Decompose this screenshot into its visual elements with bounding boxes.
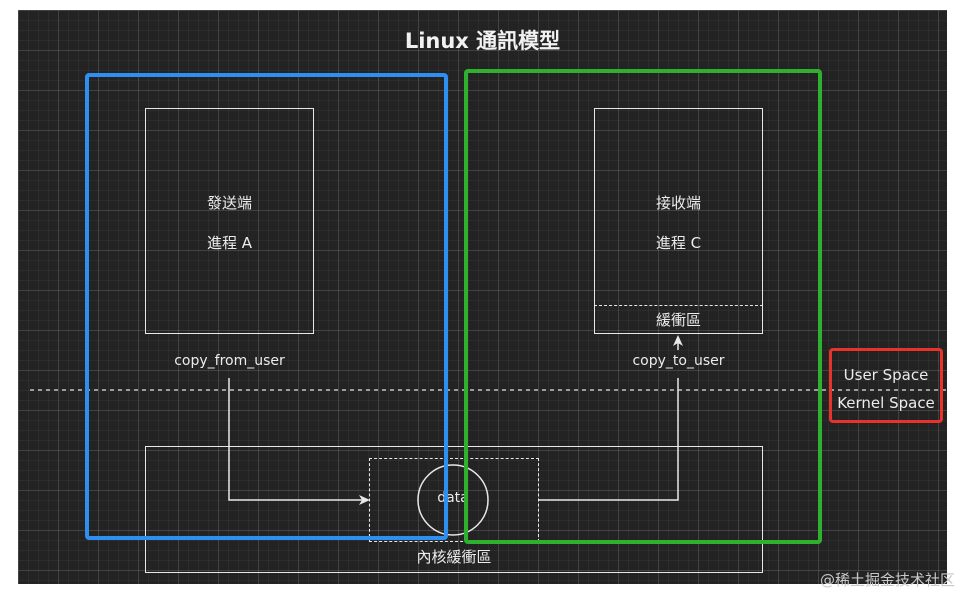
user-space-label: User Space [843,366,929,384]
diagram-canvas: Linux 通訊模型 發送端 進程 A 接收端 進程 C 緩衝區 內核緩衝區 c… [18,10,947,584]
receiver-group-outline [464,69,822,544]
receiver-buffer-box [594,305,763,334]
kernel-space-label: Kernel Space [837,394,935,412]
copy-from-user-label: copy_from_user [174,353,285,369]
watermark: @稀土掘金技术社区 [819,571,955,589]
copy-to-user-label: copy_to_user [632,353,725,369]
sender-process-box [145,108,314,334]
data-circle [417,464,489,536]
space-labels-outline [829,348,943,423]
copy-from-user-arrow [228,378,365,501]
receiver-buffer-label: 緩衝區 [655,311,701,329]
sender-process-name: 進程 A [206,234,253,252]
receiver-process-name: 進程 C [655,234,702,252]
kernel-buffer-label: 內核緩衝區 [416,548,492,566]
kernel-buffer-box [145,446,763,573]
sender-label: 發送端 [206,194,252,212]
diagram-connectors [30,335,947,536]
buffer-up-arrowhead [673,335,683,346]
copy-from-user-arrowhead [359,495,370,505]
copy-to-user-arrow [539,378,679,501]
receiver-label: 接收端 [655,194,701,212]
diagram-title: Linux 通訊模型 [404,29,561,53]
sender-group-outline [85,73,448,540]
